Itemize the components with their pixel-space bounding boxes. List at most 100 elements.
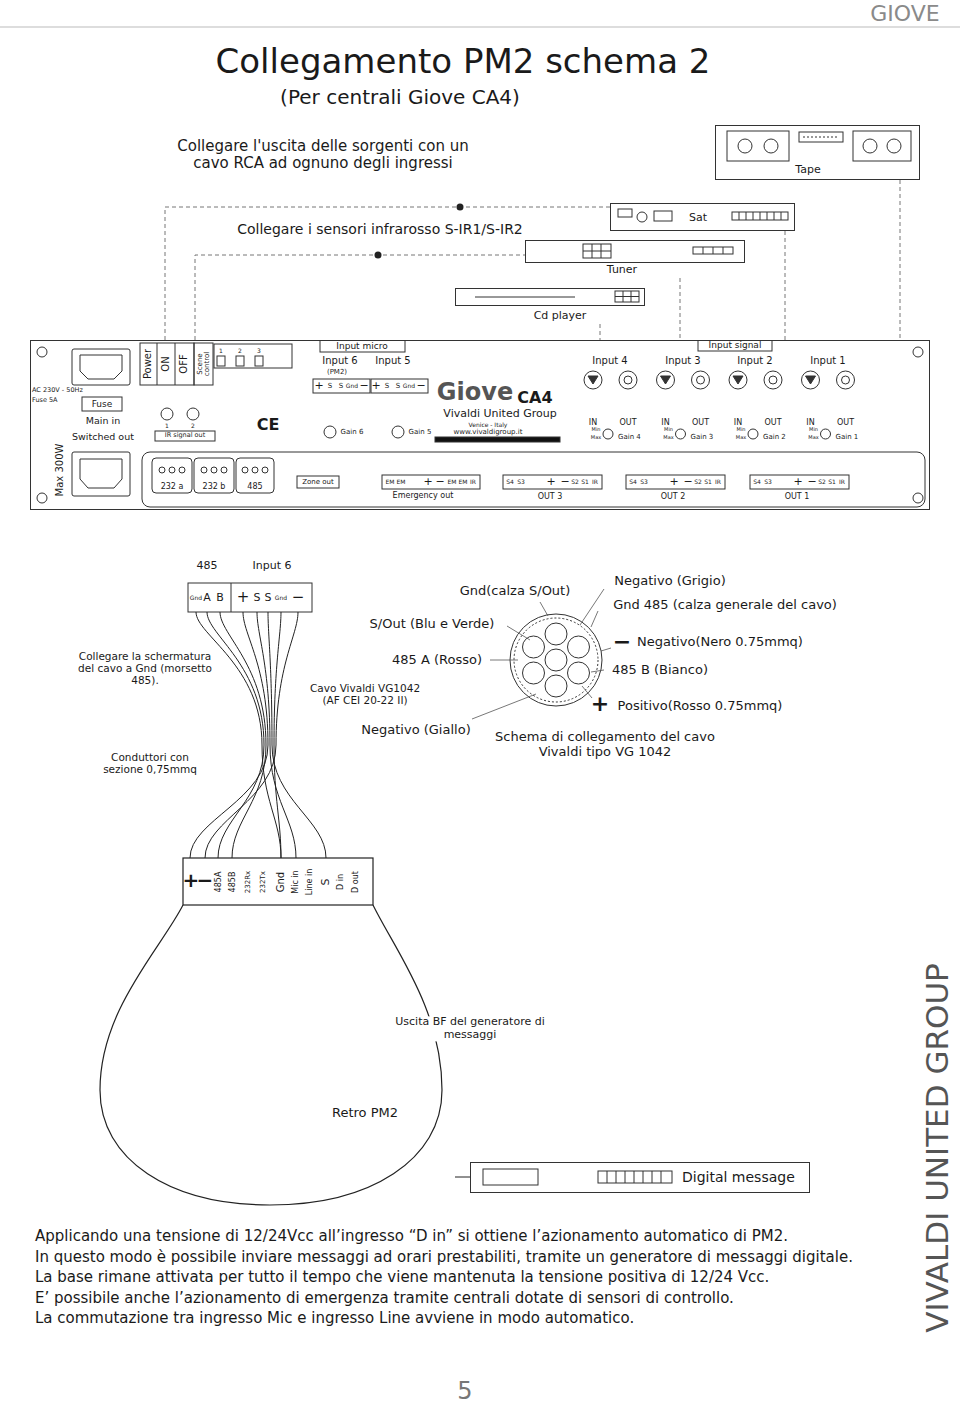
leader-lines — [472, 589, 611, 719]
label-text: + — [546, 476, 555, 489]
cable-wires-part — [274, 612, 281, 858]
sat-receiver-drawing-part-part — [637, 212, 647, 222]
ca4-panel-drawing-part-part — [503, 475, 602, 489]
label-text: Input 2 — [737, 355, 772, 367]
digital-message-generator: Digital message — [470, 1162, 810, 1193]
label-text: D out — [351, 871, 360, 893]
label-text: S — [396, 382, 400, 390]
ca4-panel-drawing-part-part — [913, 347, 923, 357]
node-text: Digital message — [682, 1169, 795, 1185]
leader-lines-part — [591, 670, 604, 672]
cable-wires-part — [205, 612, 298, 858]
label-text: + — [237, 589, 250, 606]
sat-receiver-drawing-part — [611, 204, 795, 231]
ca4-panel-drawing-part — [31, 340, 930, 510]
label-text: Collegare l'uscita delle sorgenti con un… — [163, 138, 483, 173]
cable-section-part — [568, 662, 590, 684]
tape-deck-drawing-part-part — [738, 139, 752, 153]
node-text: Venice - Italy — [469, 422, 508, 429]
label-text: 485 B (Bianco) — [612, 663, 708, 678]
label-text: 485 — [247, 482, 262, 491]
sat-receiver-drawing-part-part — [732, 212, 788, 220]
label-text: Min — [809, 427, 818, 433]
label-text: IR signal out — [165, 432, 205, 439]
ca4-panel-drawing-part-part — [657, 371, 675, 389]
ca4-panel-drawing-part-part — [72, 452, 130, 496]
ca4-panel-drawing-part-part — [159, 467, 165, 473]
label-text: Input 6 — [322, 355, 357, 367]
label-text: Collegare i sensori infrarosso S-IR1/S-I… — [237, 221, 523, 237]
label-text: 485 — [197, 560, 218, 573]
label-text: 485B — [228, 872, 237, 893]
label-text: EM — [448, 479, 457, 486]
node-text: CA4 — [517, 389, 552, 407]
label-text: A — [203, 592, 211, 605]
label-text: (Per centrali Giove CA4) — [280, 86, 520, 109]
ir-sensor-wires — [165, 207, 610, 340]
digital-message-drawing-part-part — [607, 1171, 661, 1183]
tuner-drawing-part — [526, 241, 745, 263]
label-text: Main in — [86, 416, 120, 427]
ca4-panel-drawing-part-part — [157, 343, 175, 385]
ca4-panel-drawing-part-part — [221, 467, 227, 473]
label-text: Gnd(calza S/Out) — [460, 584, 571, 599]
ca4-panel-drawing-part-part — [435, 437, 560, 442]
label-text: S — [254, 592, 261, 605]
label-text: S2 — [818, 479, 826, 486]
leader-lines-part — [540, 602, 548, 616]
label-text: Negativo (Grigio) — [614, 574, 725, 589]
label-text: 2 — [191, 423, 195, 430]
label-text: Uscita BF del generatore di messaggi — [386, 1016, 555, 1041]
ca4-panel-drawing-part-part — [913, 493, 923, 503]
tuner-drawing-part-part — [583, 244, 611, 258]
node-text: www.vivaldigroup.it — [454, 428, 523, 436]
node-text: Sat — [689, 212, 707, 225]
label-text: 5 — [457, 1378, 472, 1405]
ca4-panel-drawing-part-part — [201, 467, 207, 473]
cable-section-part — [510, 614, 602, 706]
label-text: B — [216, 592, 224, 605]
ca4-panel-drawing-part-part — [750, 475, 849, 489]
ca4-panel-drawing-part-part — [584, 371, 602, 389]
label-text: Max — [736, 435, 746, 441]
cable-wires-part — [207, 612, 264, 858]
label-text: Input micro — [336, 341, 387, 351]
label-text: Max — [808, 435, 818, 441]
ca4-panel-drawing-part-part — [179, 467, 185, 473]
label-text: Negativo(Nero 0.75mmq) — [637, 635, 803, 650]
tape-deck-drawing-part-part — [803, 137, 839, 138]
node-text: Cd player — [534, 310, 587, 323]
label-text: Gain 4 — [618, 433, 641, 441]
cd-player-drawing-part — [456, 289, 645, 306]
ca4-panel-drawing-part-part — [392, 426, 404, 438]
label-text: S2 — [694, 479, 702, 486]
label-text: EM — [459, 479, 468, 486]
label-text: Gain 1 — [836, 433, 859, 441]
ca4-panel-drawing-part-part — [155, 431, 215, 441]
ca4-panel-drawing-part-part — [140, 343, 194, 385]
label-text: EM — [386, 479, 395, 486]
ca4-panel-drawing-part-part — [37, 493, 47, 503]
label-text: Input 5 — [375, 355, 410, 367]
label-text: 232Tx — [259, 871, 267, 893]
label-text: Mic in — [291, 870, 300, 893]
digital-message-drawing-part — [471, 1163, 810, 1193]
leader-lines-part — [472, 694, 536, 719]
ca4-panel-drawing-part-part — [603, 429, 613, 439]
pm2-rear-outline-part-part — [183, 858, 373, 905]
label-text: Conduttori con sezione 0,75mmq — [100, 751, 200, 775]
cable-section-part — [545, 675, 567, 697]
ca4-panel-drawing-part-part — [619, 371, 637, 389]
leader-lines-part — [490, 660, 518, 661]
digital-message-drawing-part-part — [483, 1169, 538, 1185]
node-text: Vivaldi United Group — [443, 408, 556, 421]
ca4-panel-drawing-part-part — [252, 467, 258, 473]
ca4-panel-drawing-part-part — [31, 341, 930, 510]
label-text: Gnd — [403, 383, 415, 390]
cable-section-part — [545, 649, 567, 671]
label-text: Input 1 — [810, 355, 845, 367]
ca4-panel-drawing-part-part — [242, 467, 248, 473]
label-text: VIVALDI UNITED GROUP — [920, 963, 956, 1333]
